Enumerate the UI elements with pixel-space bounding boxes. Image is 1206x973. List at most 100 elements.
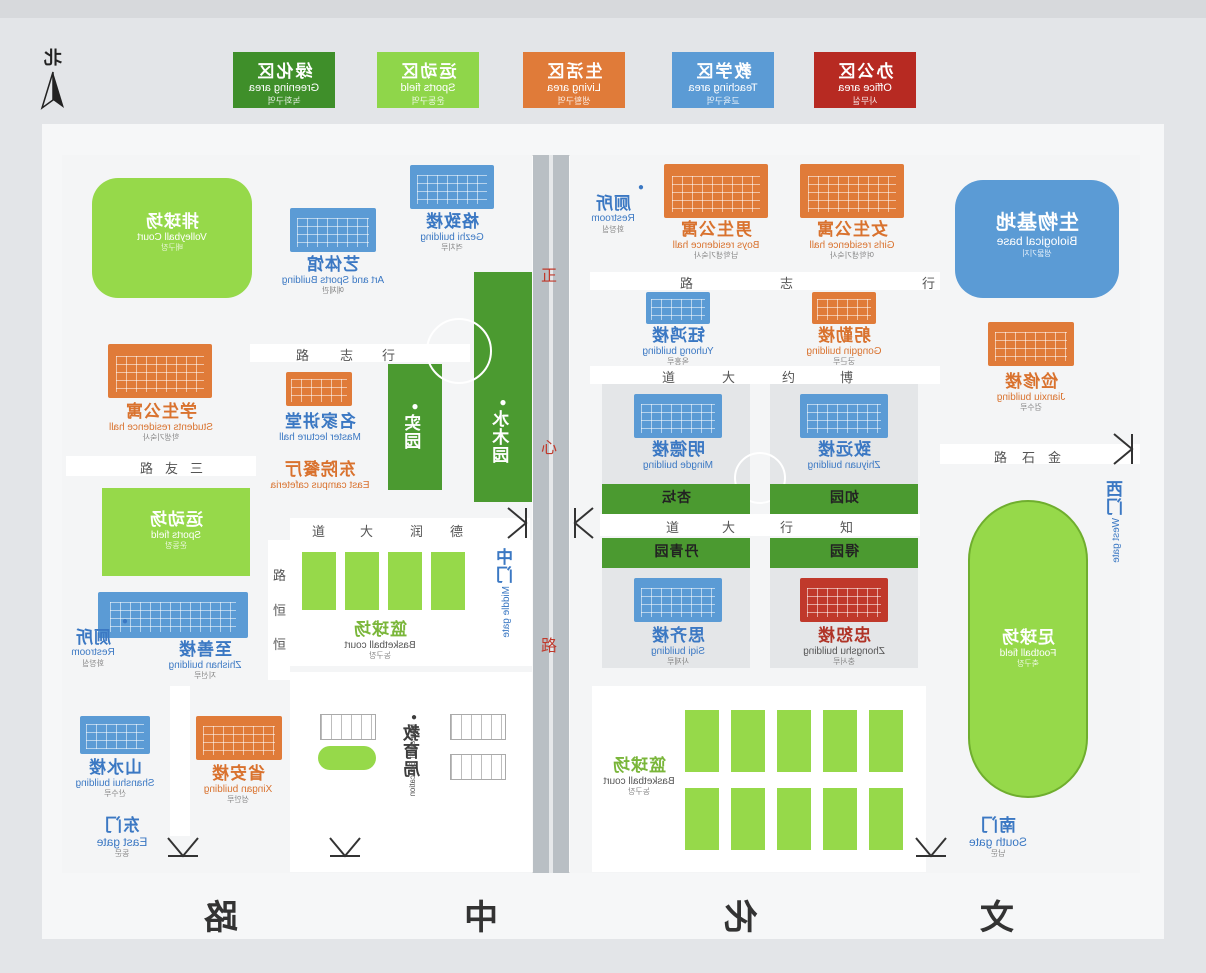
jianxiu-ko: 검수루 (1019, 403, 1043, 413)
basketball-court (685, 788, 719, 850)
shanshui-ko: 산수루 (103, 789, 127, 799)
restroom-dot-icon: ● (637, 182, 644, 193)
girls-hall-building (800, 164, 904, 218)
zhongshu-building (800, 578, 888, 622)
roundabout-east (734, 452, 786, 504)
girls-hall-ko: 여학생기숙사 (829, 251, 875, 261)
road-label: 正 (541, 268, 558, 285)
mingde-building (634, 394, 722, 438)
gezhi-building (410, 165, 494, 209)
boys-hall-building (664, 164, 768, 218)
road-de-run (290, 518, 530, 540)
mingde-label: 明德楼 Mingde building (626, 440, 730, 471)
shui-mu-yuan-garden (474, 272, 532, 502)
east-cafeteria-zh: 东院餐厅 (284, 460, 356, 479)
bottom-road-char: 中 (464, 899, 498, 937)
east-cafeteria-label: 东院餐厅 East campus cafeteria (270, 460, 370, 491)
road-label: 德 (450, 524, 464, 539)
basketball-court (731, 788, 765, 850)
basketball-court (302, 552, 336, 610)
siqi-building (634, 578, 722, 622)
road-label: 石 (1022, 450, 1036, 465)
gate-icon (915, 837, 947, 858)
dot-icon: ● (411, 399, 419, 413)
mingde-en: Mingde building (642, 459, 714, 471)
shanshui-label: 山水楼 Shanshui building 산수루 (70, 758, 160, 798)
road-label: 路 (994, 450, 1008, 465)
gongqin-zh: 躬勤楼 (817, 326, 871, 345)
master-lecture-en: Master lecture hall (279, 431, 361, 443)
restroom-west-en: Restroom (71, 647, 115, 659)
basketball-court (823, 788, 857, 850)
boys-hall-en: Boys residence hall (672, 239, 760, 251)
art-sports-zh: 艺体馆 (306, 255, 360, 274)
zhishan-building (98, 592, 248, 638)
ru-yuan-zh: 如园 (829, 489, 859, 505)
road-label: 路 (541, 638, 558, 655)
students-hall-ko: 학생기숙사 (142, 433, 180, 443)
boys-hall-zh: 男生公寓 (680, 220, 752, 239)
siqi-ko: 사제루 (666, 657, 690, 667)
legend-en: Office area (838, 82, 892, 94)
restroom-west-zh: 厕所 (75, 627, 111, 647)
road-label: 恒 (273, 603, 287, 618)
road-label: 道 (312, 524, 326, 539)
restroom-west: ● 厕所 Restroom 화장실 (58, 616, 128, 668)
road-label: 行 (780, 520, 794, 535)
sports-field-label: 运动场 Sports field 운동장 (102, 510, 250, 550)
jianxiu-zh: 俭修楼 (1004, 372, 1058, 391)
ru-yuan-label: 如园 (770, 489, 918, 505)
basketball-court (869, 710, 903, 772)
central-road-lane (549, 155, 553, 873)
gate-icon (329, 837, 361, 858)
gate-icon (573, 507, 594, 539)
legend-en: Teaching area (688, 82, 758, 94)
bio-base-label: 生物基地 Biological base 생물기지 (955, 212, 1119, 258)
siqi-label: 思齐楼 Siqi building 사제루 (626, 626, 730, 666)
shi-yuan-zh: 实园 (405, 413, 425, 450)
gezhi-label: 格致楼 Gezhi building 격치루 (398, 212, 506, 252)
road-label: 大 (722, 520, 736, 535)
road-west-vertical (268, 540, 290, 680)
legend-office: 办公区 Office area 사무실 (814, 52, 916, 108)
sports-field-zh: 运动场 (149, 510, 203, 529)
siqi-en: Siqi building (651, 645, 705, 657)
edu-bureau-label: ● 教育局 (394, 712, 434, 778)
yuhong-building (646, 292, 710, 324)
road-label: 博 (840, 370, 854, 385)
basketball-court (685, 710, 719, 772)
legend-ko: 교육구역 (706, 96, 740, 106)
zhiyuan-en: Zhiyuan building (807, 459, 881, 471)
mingde-zh: 明德楼 (651, 440, 705, 459)
basketball-west-label: 篮球场 Basketball court 농구장 (330, 620, 430, 660)
basketball-court (388, 552, 422, 610)
road-wu-zhi (250, 344, 470, 362)
edu-bureau-en-label: Bureau of Education (408, 724, 438, 797)
road-bo-yue (590, 366, 940, 384)
basketball-east-label: 篮球场 Basketball court 농구장 (596, 756, 682, 796)
road-label: 大 (360, 524, 374, 539)
middle-gate-zh: 中门 (497, 548, 517, 584)
gate-icon (1113, 433, 1134, 465)
football-label: 足球场 Football field 축구장 (968, 628, 1088, 668)
legend-greening: 绿化区 Greening area 녹화구역 (233, 52, 335, 108)
siqi-zh: 思齐楼 (651, 626, 705, 645)
sports-field-en: Sports field (150, 529, 202, 541)
restroom-dot-icon: ● (121, 616, 128, 627)
zhishan-en: Zhishan building (168, 659, 242, 671)
basketball-court (777, 788, 811, 850)
legend-teaching: 教学区 Teaching area 교육구역 (672, 52, 774, 108)
art-sports-ko: 예체관 (321, 286, 345, 296)
xingan-building (196, 716, 282, 760)
restroom-east-ko: 화장실 (601, 224, 625, 234)
restroom-east-en: Restroom (591, 213, 635, 225)
basketball-court (777, 710, 811, 772)
students-hall-zh: 学生公寓 (125, 402, 197, 421)
bottom-road-char: 化 (724, 899, 758, 937)
road-label: 大 (722, 370, 736, 385)
bottom-road-char: 路 (204, 899, 238, 937)
jianxiu-label: 俭修楼 Jianxiu building 검수루 (976, 372, 1086, 412)
shanshui-building (80, 716, 150, 754)
boys-hall-ko: 남학생기숙사 (693, 251, 739, 261)
edu-building-icon (450, 714, 506, 740)
